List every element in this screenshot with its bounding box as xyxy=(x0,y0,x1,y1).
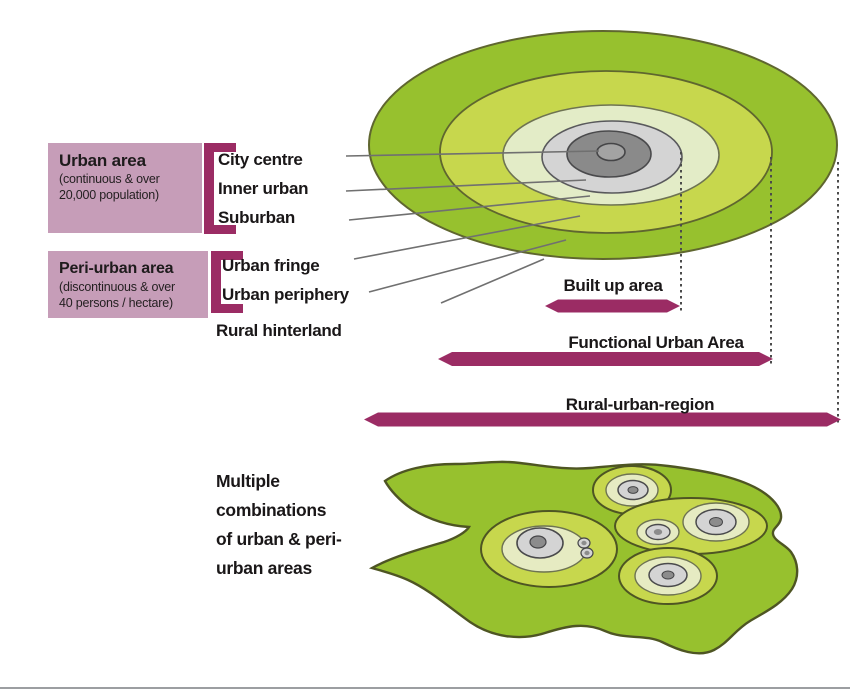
leader-line-city-centre xyxy=(345,150,600,157)
caption-line-4: urban areas xyxy=(216,558,312,578)
cluster-c2-dot xyxy=(709,517,723,527)
peri-urban-area-box: Peri-urban area (discontinuous & over 40… xyxy=(48,251,208,318)
cluster-a-dot xyxy=(529,535,547,549)
peri-urban-area-subtitle-line-1: (discontinuous & over xyxy=(59,280,176,294)
leader-line-rural-hinterland xyxy=(440,258,545,304)
cluster-b-dot xyxy=(627,486,639,494)
leader-line-urban-fringe xyxy=(353,215,581,260)
cluster-a-satellite-1-dot xyxy=(581,540,587,546)
cluster-a-satellite-2-dot xyxy=(584,550,590,556)
zone-label-inner-urban: Inner urban xyxy=(218,179,309,198)
urban-area-subtitle-line-1: (continuous & over xyxy=(59,172,160,186)
leader-lines xyxy=(345,150,600,304)
functional-urban-area-label: Functional Urban Area xyxy=(568,333,744,352)
leader-line-urban-periphery xyxy=(368,239,567,293)
bracket-urban-area xyxy=(204,143,236,234)
built-up-area-arrow xyxy=(545,299,680,313)
multiple-combinations-caption: Multiple combinations of urban & peri- u… xyxy=(216,467,342,583)
rural-urban-region-arrow xyxy=(364,412,841,427)
peri-urban-area-title: Peri-urban area xyxy=(59,260,174,277)
cluster-d-dot xyxy=(661,570,675,580)
built-up-area-label: Built up area xyxy=(563,276,663,295)
zone-label-city-centre: City centre xyxy=(218,150,303,169)
functional-urban-area-arrow xyxy=(438,352,773,366)
bottom-divider-line xyxy=(0,687,850,689)
zone-label-urban-fringe: Urban fringe xyxy=(222,256,320,275)
extent-arrows xyxy=(364,299,841,427)
zone-label-urban-periphery: Urban periphery xyxy=(222,285,349,304)
cluster-c1-dot xyxy=(653,529,663,535)
zone-city-centre-ellipse xyxy=(596,142,626,162)
zone-label-suburban: Suburban xyxy=(218,208,295,227)
leader-line-suburban xyxy=(348,195,591,221)
caption-line-3: of urban & peri- xyxy=(216,529,342,549)
urban-area-title: Urban area xyxy=(59,151,146,170)
bracket-peri-urban-area xyxy=(211,251,243,313)
leader-line-inner-urban xyxy=(345,179,587,192)
concentric-zones xyxy=(368,30,838,260)
guide-dotted-lines xyxy=(680,152,839,426)
caption-line-2: combinations xyxy=(216,500,327,520)
zone-label-rural-hinterland: Rural hinterland xyxy=(216,321,342,340)
rural-urban-region-label: Rural-urban-region xyxy=(565,395,715,414)
urban-area-box: Urban area (continuous & over 20,000 pop… xyxy=(48,143,202,233)
caption-line-1: Multiple xyxy=(216,471,280,491)
peri-urban-area-subtitle-line-2: 40 persons / hectare) xyxy=(59,295,173,310)
multi-combination-region xyxy=(368,460,799,655)
urban-area-subtitle-line-2: 20,000 population) xyxy=(59,187,159,202)
